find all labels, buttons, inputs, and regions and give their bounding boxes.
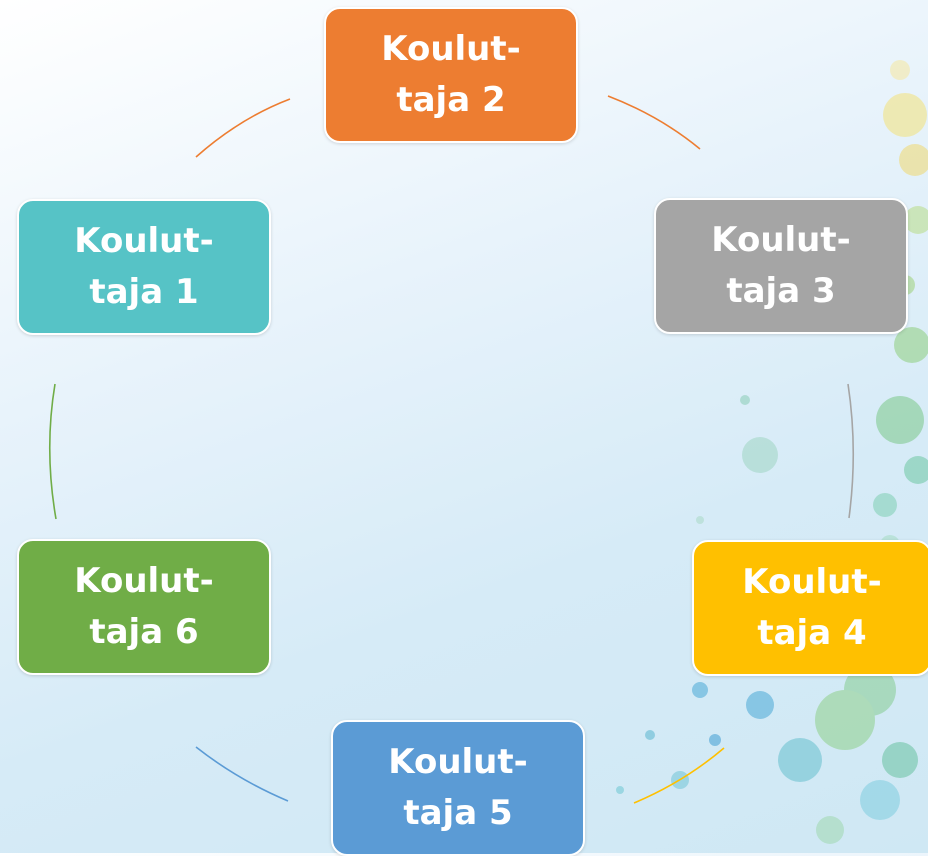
- connector-2-to-3: [607, 95, 701, 150]
- connector-4-to-5: [633, 747, 725, 804]
- node-kouluttaja-2: Koulut- taja 2: [324, 7, 578, 143]
- connector-6-to-1: [48, 383, 57, 520]
- node-label-line2: taja 5: [403, 793, 513, 833]
- node-label-line2: taja 3: [726, 271, 836, 311]
- node-kouluttaja-4: Koulut- taja 4: [692, 540, 928, 676]
- node-label-line1: Koulut-: [381, 29, 521, 69]
- node-label-line2: taja 1: [89, 272, 199, 312]
- node-kouluttaja-3: Koulut- taja 3: [654, 198, 908, 334]
- node-kouluttaja-1: Koulut- taja 1: [17, 199, 271, 335]
- node-label-line2: taja 6: [89, 612, 199, 652]
- node-label-line2: taja 4: [757, 613, 867, 653]
- node-kouluttaja-5: Koulut- taja 5: [331, 720, 585, 856]
- connector-1-to-2: [195, 98, 291, 158]
- node-label-line1: Koulut-: [388, 742, 528, 782]
- node-label-line1: Koulut-: [711, 220, 851, 260]
- connector-3-to-4: [847, 383, 855, 519]
- node-kouluttaja-6: Koulut- taja 6: [17, 539, 271, 675]
- node-label-line1: Koulut-: [742, 562, 882, 602]
- node-label-line2: taja 2: [396, 80, 506, 120]
- node-label-line1: Koulut-: [74, 561, 214, 601]
- node-label-line1: Koulut-: [74, 221, 214, 261]
- connector-5-to-6: [195, 746, 289, 802]
